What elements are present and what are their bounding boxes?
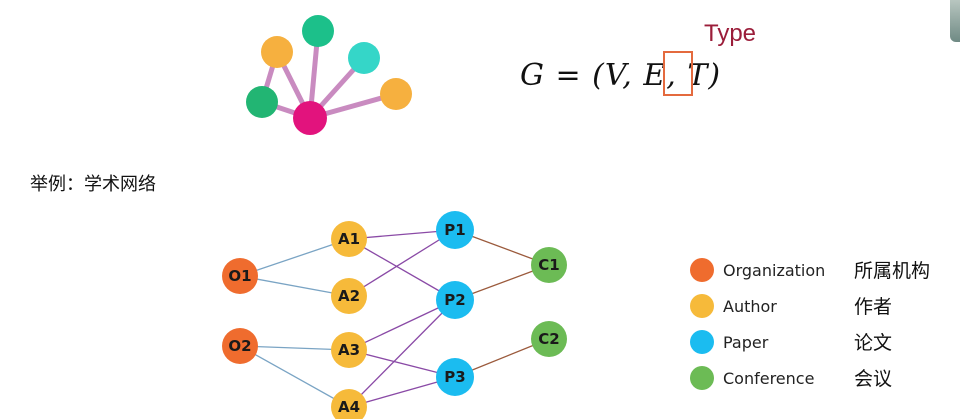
node-label: P3 bbox=[444, 368, 465, 386]
icon-node bbox=[261, 36, 293, 68]
icon-node bbox=[380, 78, 412, 110]
node-A1: A1 bbox=[331, 221, 367, 257]
node-A3: A3 bbox=[331, 332, 367, 368]
node-label: C2 bbox=[538, 330, 559, 348]
node-circle bbox=[222, 258, 258, 294]
node-label: A4 bbox=[338, 398, 360, 416]
legend-color-dot bbox=[690, 366, 714, 390]
icon-node bbox=[246, 86, 278, 118]
legend-label-zh: 会议 bbox=[854, 368, 893, 390]
edge-A4-P2 bbox=[348, 299, 456, 408]
node-label: P1 bbox=[444, 221, 465, 239]
node-circle bbox=[436, 281, 474, 319]
node-O1: O1 bbox=[222, 258, 258, 294]
example-label: 举例：学术网络 bbox=[30, 174, 156, 195]
legend-label: Paper bbox=[723, 333, 769, 352]
node-label: C1 bbox=[538, 256, 559, 274]
icon-node bbox=[348, 42, 380, 74]
node-O2: O2 bbox=[222, 328, 258, 364]
node-circle bbox=[331, 221, 367, 257]
node-circle bbox=[531, 321, 567, 357]
edge-O2-A3 bbox=[239, 345, 350, 351]
node-circle bbox=[436, 358, 474, 396]
node-label: A2 bbox=[338, 287, 360, 305]
legend-label-zh: 作者 bbox=[854, 296, 893, 318]
edge-O2-A4 bbox=[239, 345, 350, 408]
type-highlight-box bbox=[663, 51, 693, 96]
node-circle bbox=[331, 278, 367, 314]
node-P1: P1 bbox=[436, 211, 474, 249]
icon-center-node bbox=[293, 101, 327, 135]
edge-A1-P2 bbox=[348, 238, 456, 301]
legend-label: Conference bbox=[723, 369, 815, 388]
graph-formula: G = (V, E, T) bbox=[520, 58, 722, 93]
legend-color-dot bbox=[690, 330, 714, 354]
legend-label: Organization bbox=[723, 261, 826, 280]
node-P2: P2 bbox=[436, 281, 474, 319]
node-label: A3 bbox=[338, 341, 360, 359]
legend-label-zh: 所属机构 bbox=[854, 260, 931, 282]
heterogeneous-graph-icon bbox=[246, 15, 412, 135]
node-circle bbox=[531, 247, 567, 283]
node-A2: A2 bbox=[331, 278, 367, 314]
legend-color-dot bbox=[690, 294, 714, 318]
node-label: O1 bbox=[228, 267, 251, 285]
legend-color-dot bbox=[690, 258, 714, 282]
node-label: P2 bbox=[444, 291, 465, 309]
node-label: O2 bbox=[228, 337, 251, 355]
node-label: A1 bbox=[338, 230, 360, 248]
node-C2: C2 bbox=[531, 321, 567, 357]
edge-O1-A2 bbox=[239, 275, 350, 297]
legend-label-zh: 论文 bbox=[854, 332, 893, 354]
edge-A2-P1 bbox=[348, 229, 456, 297]
corner-thumbnail bbox=[950, 0, 960, 42]
node-circle bbox=[331, 389, 367, 419]
node-P3: P3 bbox=[436, 358, 474, 396]
icon-node bbox=[302, 15, 334, 47]
edge-O1-A1 bbox=[239, 238, 350, 277]
node-circle bbox=[331, 332, 367, 368]
node-circle bbox=[222, 328, 258, 364]
legend-label: Author bbox=[723, 297, 777, 316]
edge-A3-P2 bbox=[348, 299, 456, 351]
type-label: Type bbox=[704, 20, 757, 47]
node-circle bbox=[436, 211, 474, 249]
node-A4: A4 bbox=[331, 389, 367, 419]
node-C1: C1 bbox=[531, 247, 567, 283]
